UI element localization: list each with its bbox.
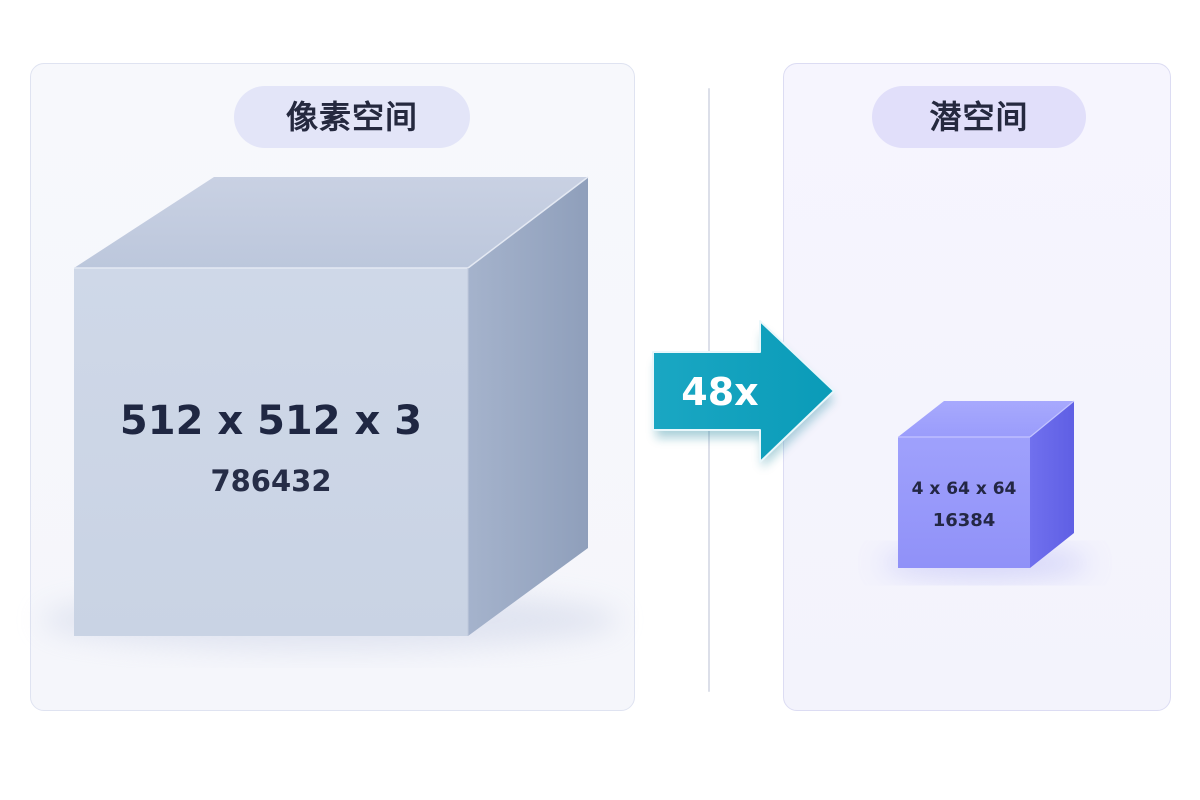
pixel-space-size: 786432 bbox=[210, 464, 332, 498]
latent-cube-top-face bbox=[898, 401, 1074, 437]
pixel-cube-top-face bbox=[74, 177, 588, 268]
latent-cube-front-face bbox=[898, 437, 1030, 568]
latent-cube-side-face bbox=[1030, 401, 1074, 568]
compression-ratio-label: 48x bbox=[681, 370, 759, 414]
pixel-cube-side-face bbox=[468, 177, 588, 636]
latent-space-dimensions: 4 x 64 x 64 bbox=[911, 479, 1017, 499]
pixel-cube-edge bbox=[467, 176, 589, 269]
latent-space-cube bbox=[898, 400, 1075, 568]
latent-space-title: 潜空间 bbox=[872, 86, 1086, 148]
pixel-space-cube bbox=[74, 176, 589, 636]
latent-space-panel: 潜空间 bbox=[783, 63, 1171, 711]
pixel-space-title: 像素空间 bbox=[234, 86, 470, 148]
latent-cube-edge bbox=[1029, 400, 1075, 438]
latent-space-size: 16384 bbox=[932, 510, 996, 531]
pixel-cube-front-face bbox=[74, 268, 468, 636]
compression-arrow bbox=[652, 320, 835, 468]
arrow-shape bbox=[652, 320, 835, 463]
pixel-space-dimensions: 512 x 512 x 3 bbox=[119, 398, 423, 444]
